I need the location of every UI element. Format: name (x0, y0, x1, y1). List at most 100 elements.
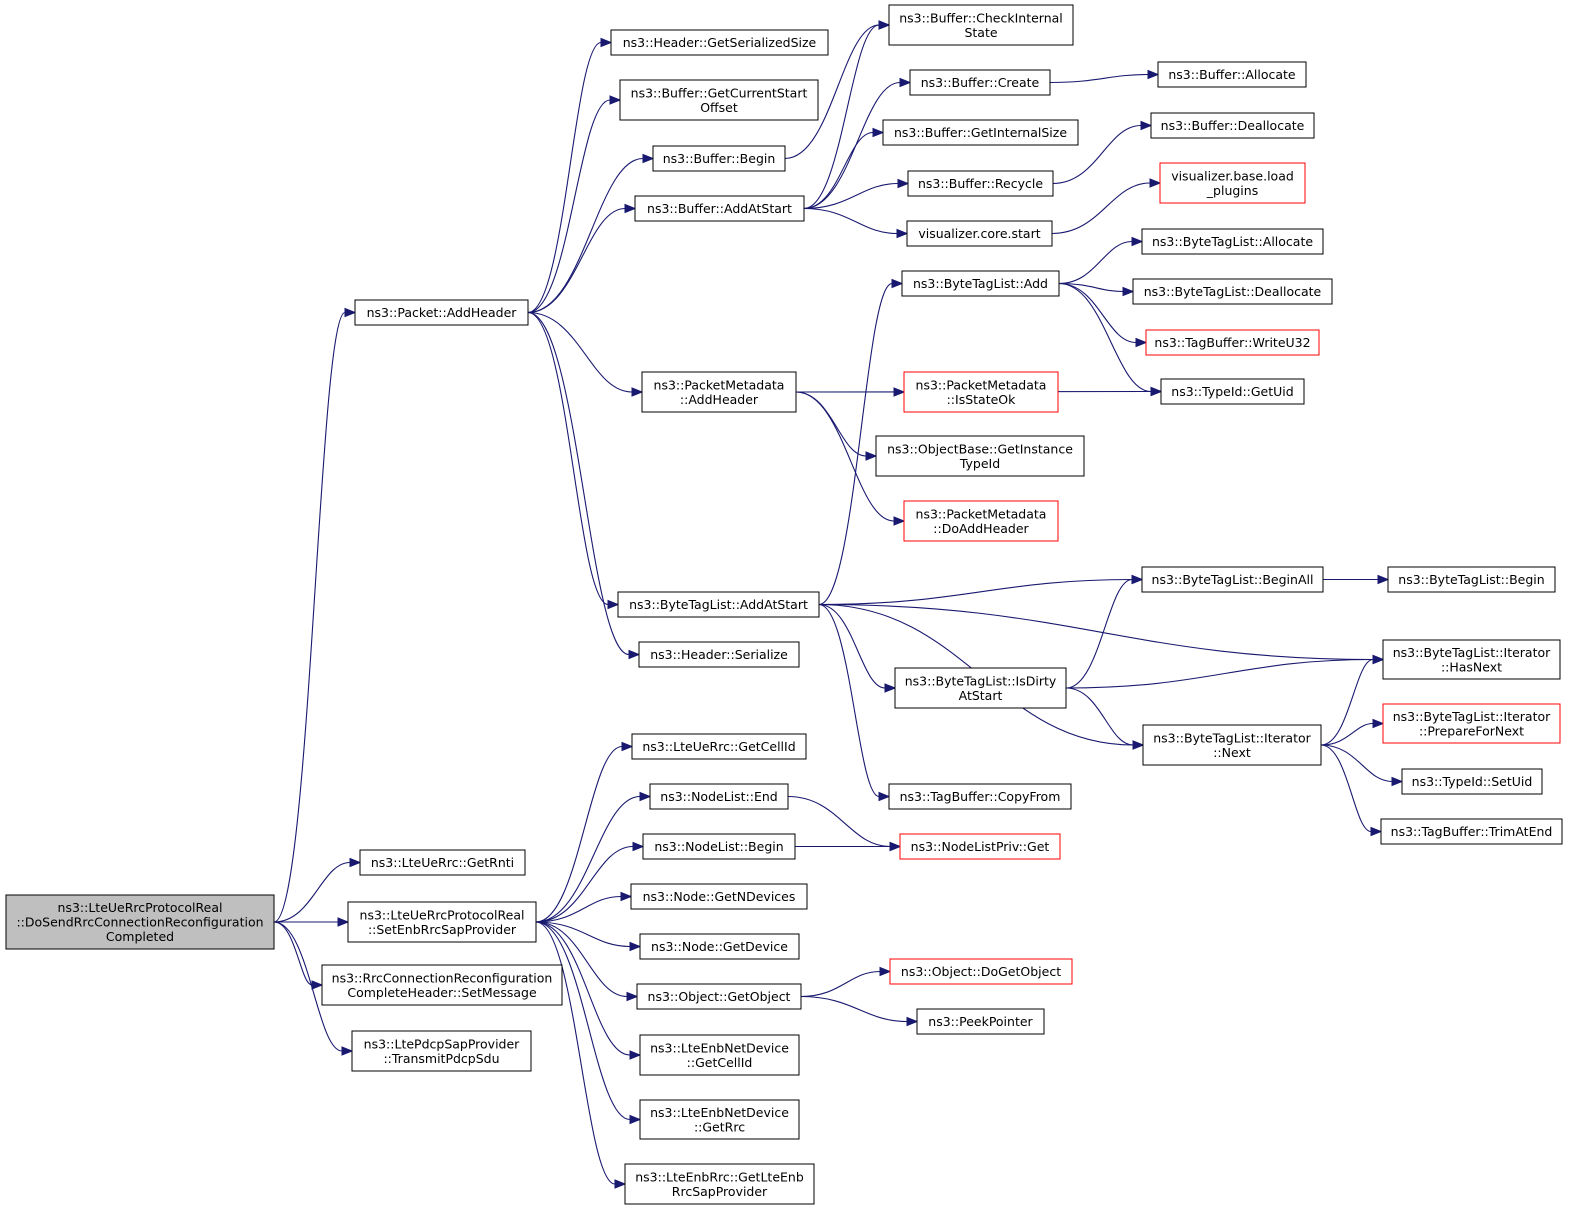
node-label: ns3::Node::GetNDevices (643, 889, 796, 904)
node-label: ::PrepareForNext (1419, 723, 1524, 738)
node-node-getndevices[interactable]: ns3::Node::GetNDevices (630, 883, 808, 910)
node-btl-deallocate[interactable]: ns3::ByteTagList::Deallocate (1132, 278, 1333, 305)
node-visualizer-load-plugins[interactable]: visualizer.base.load_plugins (1159, 162, 1306, 204)
arrowhead-icon (1140, 120, 1153, 131)
edge-line (803, 207, 898, 235)
node-lteenbnetdevice-getrrc[interactable]: ns3::LteEnbNetDevice::GetRrc (639, 1099, 800, 1140)
arrowhead-icon (629, 941, 642, 952)
node-box (875, 435, 1085, 477)
node-peekpointer[interactable]: ns3::PeekPointer (916, 1008, 1045, 1035)
node-label: ns3::TagBuffer::WriteU32 (1154, 335, 1310, 350)
node-header-serialize[interactable]: ns3::Header::Serialize (638, 641, 800, 668)
node-btl-iter-prepare[interactable]: ns3::ByteTagList::Iterator::PrepareForNe… (1382, 703, 1561, 744)
node-ltepdcpsapprovider-transmit[interactable]: ns3::LtePdcpSapProvider::TransmitPdcpSdu (351, 1030, 532, 1072)
node-node-getdevice[interactable]: ns3::Node::GetDevice (639, 933, 800, 960)
node-lteuerrc-getrnti[interactable]: ns3::LteUeRrc::GetRnti (359, 849, 526, 876)
node-box (347, 901, 537, 943)
call-edge (527, 311, 620, 610)
node-label: ns3::Header::GetSerializedSize (623, 35, 817, 50)
node-label: ns3::LteUeRrc::GetCellId (642, 739, 795, 754)
arrowhead-icon (891, 278, 904, 289)
node-object-getobject[interactable]: ns3::Object::GetObject (636, 983, 802, 1010)
edge-line (818, 282, 893, 606)
node-lteuerrc-getcellid[interactable]: ns3::LteUeRrc::GetCellId (631, 733, 807, 760)
node-label: ns3::PacketMetadata (916, 377, 1047, 392)
node-label: ns3::ByteTagList::Iterator (1153, 730, 1311, 745)
edge-line (535, 921, 631, 1056)
node-btl-add[interactable]: ns3::ByteTagList::Add (901, 270, 1060, 297)
node-nodelist-end[interactable]: ns3::NodeList::End (649, 783, 789, 810)
node-typeid-getuid[interactable]: ns3::TypeId::GetUid (1160, 378, 1305, 405)
node-box (652, 145, 786, 172)
edges-layer (273, 20, 1404, 1189)
call-edge (800, 966, 892, 998)
node-tagbuffer-copyfrom[interactable]: ns3::TagBuffer::CopyFrom (888, 783, 1072, 810)
node-box (1401, 768, 1543, 795)
edge-line (273, 861, 351, 923)
node-object-dogetobject[interactable]: ns3::Object::DoGetObject (889, 958, 1073, 985)
edge-line (803, 24, 880, 210)
node-pm-doaddheader[interactable]: ns3::PacketMetadata::DoAddHeader (903, 500, 1059, 542)
node-buffer-create[interactable]: ns3::Buffer::Create (909, 69, 1051, 96)
node-buffer-recycle[interactable]: ns3::Buffer::Recycle (907, 170, 1054, 197)
node-label: Offset (700, 100, 738, 115)
node-buffer-getinternalsize[interactable]: ns3::Buffer::GetInternalSize (882, 119, 1079, 146)
call-edge (1065, 687, 1145, 750)
node-buffer-addatstart[interactable]: ns3::Buffer::AddAtStart (634, 195, 805, 222)
node-buffer-begin[interactable]: ns3::Buffer::Begin (652, 145, 786, 172)
node-label: ns3::ByteTagList::Iterator (1393, 645, 1551, 660)
edge-line (1058, 240, 1133, 285)
node-label: ::HasNext (1441, 659, 1502, 674)
node-buffer-deallocate[interactable]: ns3::Buffer::Deallocate (1150, 112, 1315, 139)
node-btl-iter-hasnext[interactable]: ns3::ByteTagList::Iterator::HasNext (1382, 639, 1561, 680)
node-root[interactable]: ns3::LteUeRrcProtocolReal::DoSendRrcConn… (5, 894, 275, 950)
edge-line (535, 921, 616, 1185)
node-label: ns3::ByteTagList::IsDirty (905, 673, 1057, 688)
node-lteenbnetdevice-getcellid[interactable]: ns3::LteEnbNetDevice::GetCellId (639, 1034, 800, 1076)
node-label: ns3::Buffer::GetCurrentStart (631, 85, 808, 100)
node-box (888, 4, 1074, 46)
node-label: ::SetEnbRrcSapProvider (368, 922, 517, 937)
node-box (909, 69, 1051, 96)
node-btl-allocate[interactable]: ns3::ByteTagList::Allocate (1141, 228, 1324, 255)
call-edge (527, 311, 644, 397)
node-box (903, 371, 1059, 413)
call-edge (818, 603, 897, 693)
node-label: ns3::TagBuffer::CopyFrom (900, 789, 1061, 804)
node-label: ns3::Buffer::Recycle (918, 176, 1043, 191)
node-setenbrrcsapprovider[interactable]: ns3::LteUeRrcProtocolReal::SetEnbRrcSapP… (347, 901, 537, 943)
node-buffer-allocate[interactable]: ns3::Buffer::Allocate (1157, 61, 1307, 88)
edge-line (527, 311, 609, 606)
node-typeid-setuid[interactable]: ns3::TypeId::SetUid (1401, 768, 1543, 795)
node-header-getserializedsize[interactable]: ns3::Header::GetSerializedSize (610, 29, 829, 56)
node-btl-addatstart[interactable]: ns3::ByteTagList::AddAtStart (617, 591, 820, 618)
node-visualizer-core-start[interactable]: visualizer.core.start (906, 220, 1053, 247)
node-packet-addheader[interactable]: ns3::Packet::AddHeader (354, 299, 529, 326)
node-box (642, 833, 796, 860)
arrowhead-icon (600, 37, 613, 48)
edge-line (800, 970, 881, 998)
node-box (1157, 61, 1307, 88)
call-edge (527, 311, 641, 660)
edge-line (800, 995, 908, 1023)
node-nodelist-begin[interactable]: ns3::NodeList::Begin (642, 833, 796, 860)
node-label: ns3::Buffer::CheckInternal (899, 10, 1063, 25)
node-btl-iter-next[interactable]: ns3::ByteTagList::Iterator::Next (1142, 724, 1322, 766)
node-label: ns3::LteEnbNetDevice (650, 1105, 789, 1120)
node-rrcconnreconf-setmessage[interactable]: ns3::RrcConnectionReconfigurationComplet… (321, 964, 563, 1006)
node-nodelistpriv-get[interactable]: ns3::NodeListPriv::Get (899, 833, 1061, 860)
node-tagbuffer-writeu32[interactable]: ns3::TagBuffer::WriteU32 (1145, 329, 1320, 356)
node-pm-addheader[interactable]: ns3::PacketMetadata::AddHeader (641, 371, 797, 413)
arrowhead-icon (642, 153, 655, 164)
node-pm-isstateok[interactable]: ns3::PacketMetadata::IsStateOk (903, 371, 1059, 413)
call-edge (535, 791, 652, 923)
node-btl-begin[interactable]: ns3::ByteTagList::Begin (1387, 566, 1556, 593)
node-tagbuffer-trimatend[interactable]: ns3::TagBuffer::TrimAtEnd (1380, 818, 1563, 845)
node-btl-beginall[interactable]: ns3::ByteTagList::BeginAll (1141, 566, 1324, 593)
call-edge (1058, 282, 1135, 297)
